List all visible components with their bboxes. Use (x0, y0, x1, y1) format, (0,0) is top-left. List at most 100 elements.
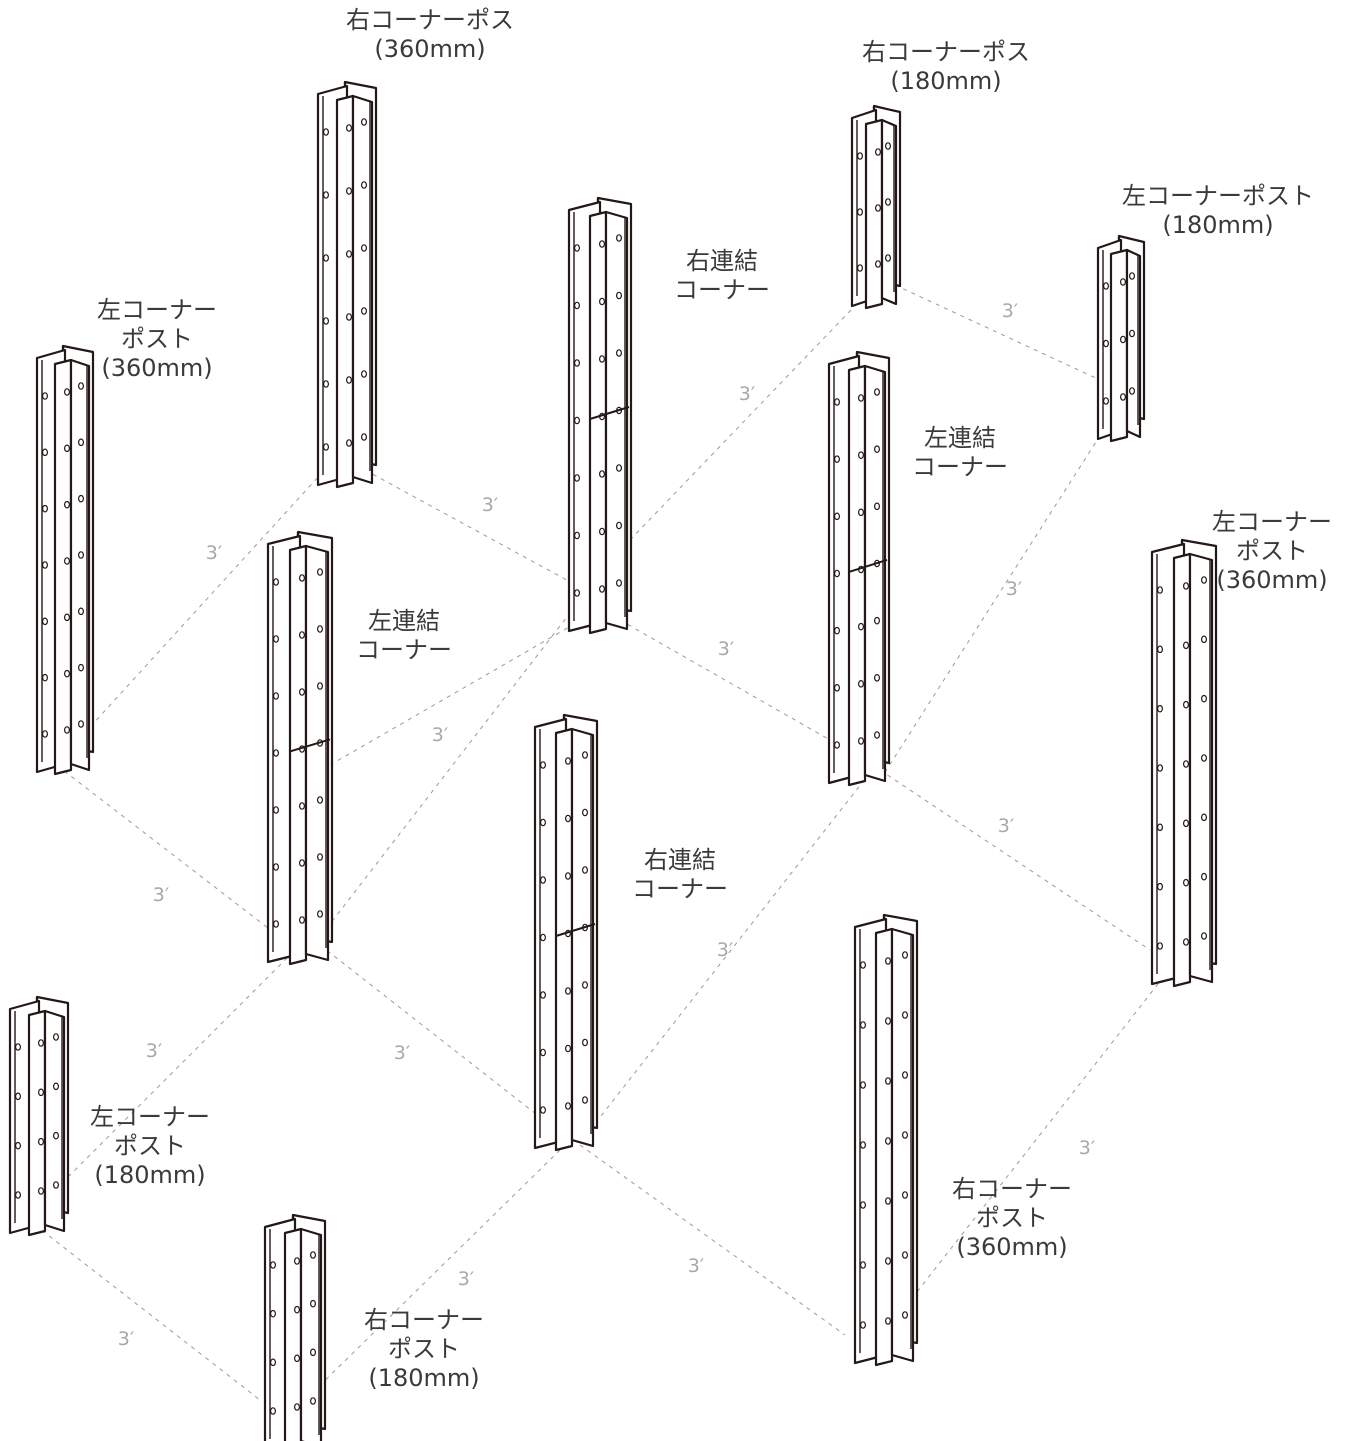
bolt-hole (833, 684, 840, 692)
bolt-hole (615, 464, 622, 472)
bolt-hole (873, 731, 880, 739)
dimension-label: 3′ (1001, 300, 1019, 322)
bolt-hole (63, 500, 70, 509)
bolt-hole (873, 559, 880, 568)
post-left-corner-180-top-right (1096, 234, 1146, 443)
bolt-hole (361, 370, 368, 378)
bolt-hole (273, 806, 280, 814)
bolt-hole (539, 1048, 546, 1057)
bolt-hole (615, 349, 622, 357)
bolt-hole (1128, 329, 1135, 338)
bolt-hole (884, 1137, 891, 1145)
post-left-join-left (266, 530, 334, 966)
bolt-hole (1200, 754, 1207, 762)
post-right-corner-360-top (316, 80, 378, 489)
bolt-hole (833, 455, 840, 463)
bolt-hole (859, 1321, 866, 1329)
bolt-hole (1182, 938, 1189, 946)
bolt-hole (873, 388, 880, 396)
label-left-corner-360-left: 左コーナーポスト(360mm) (97, 296, 217, 382)
bolt-hole (539, 991, 546, 999)
bolt-hole (581, 1038, 588, 1047)
bolt-hole (77, 438, 84, 447)
label-right-corner-180-bottom: 右コーナーポスト(180mm) (364, 1306, 484, 1392)
bolt-hole (361, 244, 368, 252)
bolt-hole (41, 673, 48, 682)
bolt-hole (1200, 813, 1207, 822)
bolt-hole (564, 1102, 571, 1110)
bolt-hole (539, 933, 546, 942)
bolt-hole (564, 814, 571, 823)
bolt-hole (41, 504, 48, 513)
bolt-hole (299, 631, 306, 639)
bolt-hole (873, 674, 880, 682)
bolt-hole (581, 923, 588, 932)
dimension-label: 3′ (145, 1040, 163, 1062)
bolt-hole (270, 1407, 277, 1415)
spacing-guide-line (59, 474, 321, 761)
bolt-hole (859, 1021, 866, 1029)
bolt-hole (833, 512, 840, 521)
label-right-corner-360-bottom: 右コーナーポスト(360mm) (952, 1175, 1072, 1261)
bolt-hole (874, 204, 881, 212)
bolt-hole (41, 448, 48, 457)
bolt-hole (859, 1201, 866, 1209)
label-right-corner-180-top: 右コーナーポス(180mm) (862, 38, 1030, 95)
bolt-hole (1102, 397, 1109, 405)
bolt-hole (581, 808, 588, 817)
bolt-hole (41, 392, 48, 400)
bolt-hole (15, 1191, 22, 1199)
bolt-hole (874, 148, 881, 156)
bolt-hole (901, 1011, 908, 1019)
bolt-hole (1156, 586, 1163, 594)
bolt-hole (564, 757, 571, 765)
dimension-label: 3′ (687, 1255, 705, 1277)
bolt-hole (884, 142, 891, 150)
bolt-hole (323, 191, 330, 199)
bolt-hole (273, 635, 280, 643)
bolt-hole (833, 398, 840, 406)
bolt-hole (615, 579, 622, 587)
bolt-hole (564, 987, 571, 995)
bolt-hole (901, 1131, 908, 1139)
bolt-hole (15, 1141, 22, 1150)
bolt-hole (63, 444, 70, 453)
bolt-hole (564, 1044, 571, 1053)
bolt-hole (299, 916, 306, 924)
bolt-hole (77, 663, 84, 672)
bolt-hole (317, 739, 324, 747)
bolt-hole (310, 1348, 317, 1357)
bolt-hole (294, 1305, 301, 1314)
post-right-corner-180-top (850, 104, 902, 310)
label-left-corner-180-bottom: 左コーナーポスト(180mm) (90, 1103, 210, 1189)
bolt-hole (873, 445, 880, 453)
label-left-join-left: 左連結コーナー (356, 607, 452, 664)
bolt-hole (1156, 942, 1163, 950)
bolt-hole (317, 568, 324, 576)
bolt-hole (884, 254, 891, 262)
bolt-hole (1200, 576, 1207, 584)
post-right-corner-180-bottom (263, 1213, 327, 1441)
bolt-hole (598, 240, 605, 248)
bolt-hole (884, 957, 891, 965)
bolt-hole (15, 1092, 22, 1101)
bolt-hole (77, 607, 84, 616)
dimension-label: 3′ (393, 1042, 411, 1064)
bolt-hole (598, 412, 605, 421)
bolt-hole (615, 291, 622, 300)
bolt-hole (346, 376, 353, 384)
label-left-join-right: 左連結コーナー (912, 424, 1008, 481)
bolt-hole (15, 1043, 22, 1051)
bolt-hole (299, 859, 306, 867)
post-left-corner-360-right (1150, 538, 1218, 988)
bolt-hole (361, 118, 368, 126)
dimension-label: 3′ (738, 383, 756, 405)
dimension-label: 3′ (1005, 578, 1023, 600)
bolt-hole (1156, 645, 1163, 654)
spacing-guide-line (29, 944, 301, 1216)
bolt-hole (37, 1137, 44, 1146)
bolt-hole (857, 565, 864, 574)
bolt-hole (346, 250, 353, 258)
dimension-label: 3′ (117, 1328, 135, 1350)
bolt-hole (1182, 819, 1189, 828)
